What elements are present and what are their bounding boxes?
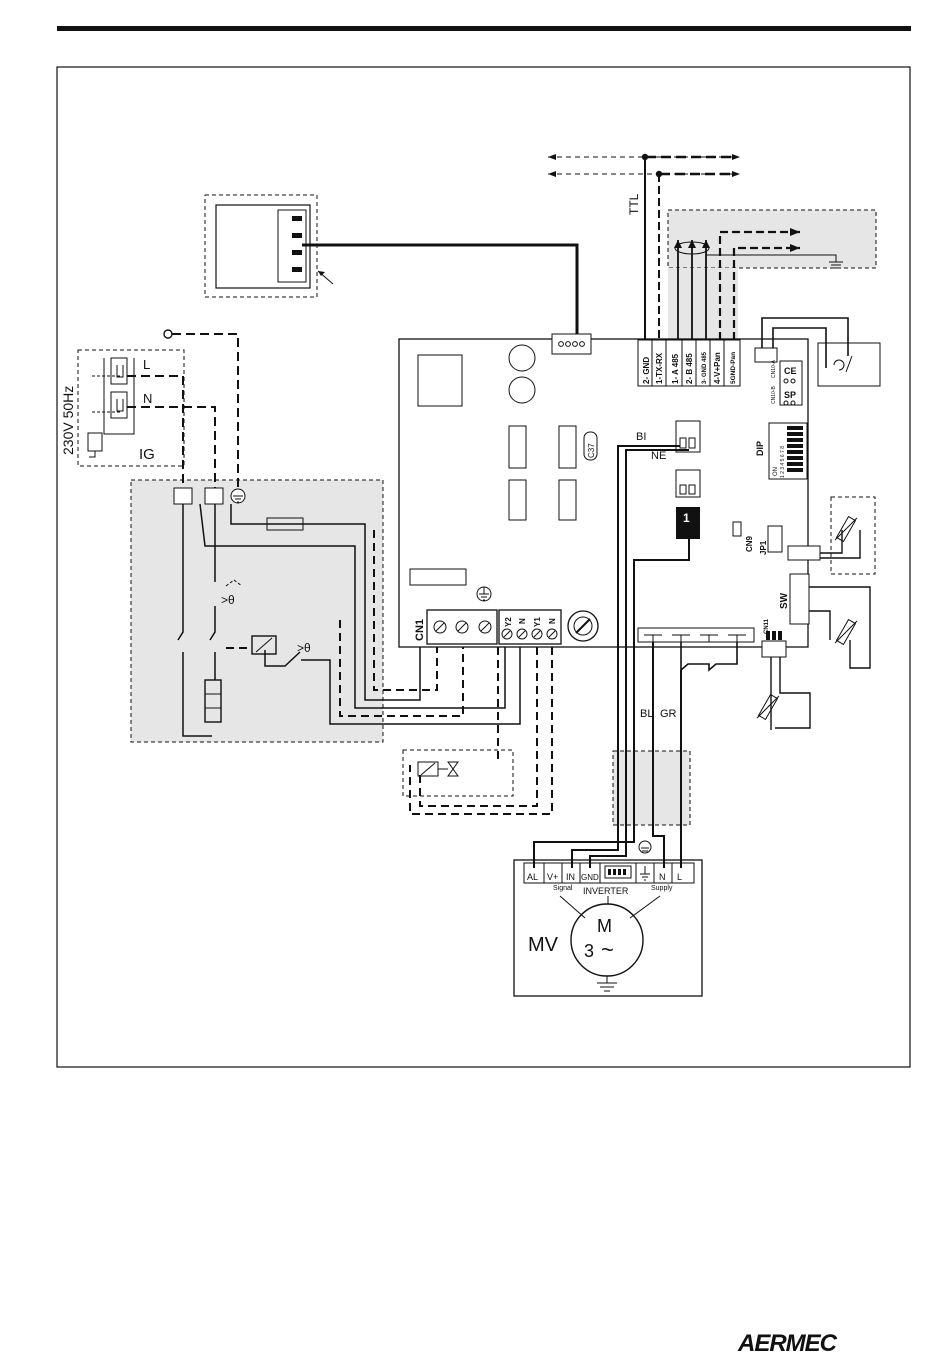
inverter-signal: Signal [553,885,573,892]
neutral-label: N [143,391,152,406]
board-connector-top [552,334,591,354]
bi-label: BI [636,431,646,443]
motor-name: MV [528,934,559,956]
cable-shield-area [613,751,690,825]
sw-label: SW [779,592,790,609]
motor-bridge [681,642,737,670]
cn10b-label: CN10-B [771,386,777,404]
cn1-screws [434,621,491,633]
ntc-sensor-1 [835,517,857,542]
bus-terminal-1: 2- GND [642,357,651,384]
bus-shield-area [668,210,876,268]
inv-l: L [677,872,682,882]
brand-logo: AERMEC [738,1330,836,1358]
c37-label: C37 [587,443,596,458]
inv-gnd: GND [581,873,599,882]
inv-vplus: V+ [547,872,558,882]
cn10a-label: CN10-A [771,360,777,378]
cn9-jumper [733,522,741,536]
output-screws [502,629,557,639]
cn9-label: CN9 [745,535,754,552]
relay-4 [559,480,576,520]
jp1-jumper [768,526,782,552]
main-switch-1 [111,358,127,384]
bus-terminal-7: 5GND-Pan [730,352,737,384]
capacitor-2 [509,377,535,403]
relay-1 [509,426,526,468]
chip-1-label: 1 [683,511,690,525]
dip-levers [787,426,803,472]
relay-2 [559,426,576,468]
motor-m: M [597,916,612,936]
cn11-connector [762,641,786,657]
bus-terminal-4: 2- B 485 [685,353,694,384]
main-switch-2 [111,392,127,418]
terminal-n1: N [518,618,527,624]
cn1-label: CN1 [414,619,426,641]
thermostat-pins [292,216,302,272]
ttl-label: TTL [627,193,641,215]
main-switch-label: IG [139,446,155,463]
inv-in: IN [566,872,575,882]
fuse-board [410,569,466,585]
sensor-connector-1 [788,546,820,560]
bus-terminal-5: 3- GND 485 [702,351,708,384]
thermostat-cable [302,245,577,334]
bus-terminal-6: 4-V+Pan [713,352,722,384]
bus-terminal-2: 1-TX-RX [655,352,664,384]
overheat-label-2: >θ [297,641,311,655]
mains-voltage-label: 230V 50Hz [60,386,76,455]
rcd-coil [88,433,102,451]
phase-label: L [143,357,150,372]
transformer [418,355,462,406]
cable-gr: GR [660,708,677,720]
dip-numbers: 1 2 3 4 5 6 7 8 [780,446,786,478]
ntc-sensor-2 [835,620,857,645]
inverter-title: INVERTER [583,886,629,896]
capacitor-1 [509,345,535,371]
sw-connector [790,574,809,624]
pressure-connector [755,348,777,362]
cable-bl: BL [640,708,653,720]
jp1-label: JP1 [759,540,768,555]
power-terminal-n [205,488,223,504]
control-board [399,339,808,647]
sp-label: SP [784,390,796,400]
motor-phases: 3 [584,941,594,961]
inv-al: AL [527,872,538,882]
motor-ac: ~ [601,937,614,962]
ce-label: CE [784,366,797,376]
dip-on: ON [773,467,779,476]
bus-terminal-3: 1- A 485 [671,353,680,384]
overheat-label-1: >θ [221,593,235,607]
inverter-supply: Supply [651,885,673,892]
terminal-y2: Y2 [504,617,513,627]
power-terminal-l [174,488,192,504]
ntc-sensor-3 [757,695,779,720]
dip-label: DIP [755,441,765,456]
inv-n: N [659,872,666,882]
power-box [131,480,383,742]
terminal-y1: Y1 [533,617,542,627]
terminal-n2: N [548,618,557,624]
ne-label: NE [651,450,666,462]
earth-input [164,330,172,338]
relay-3 [509,480,526,520]
